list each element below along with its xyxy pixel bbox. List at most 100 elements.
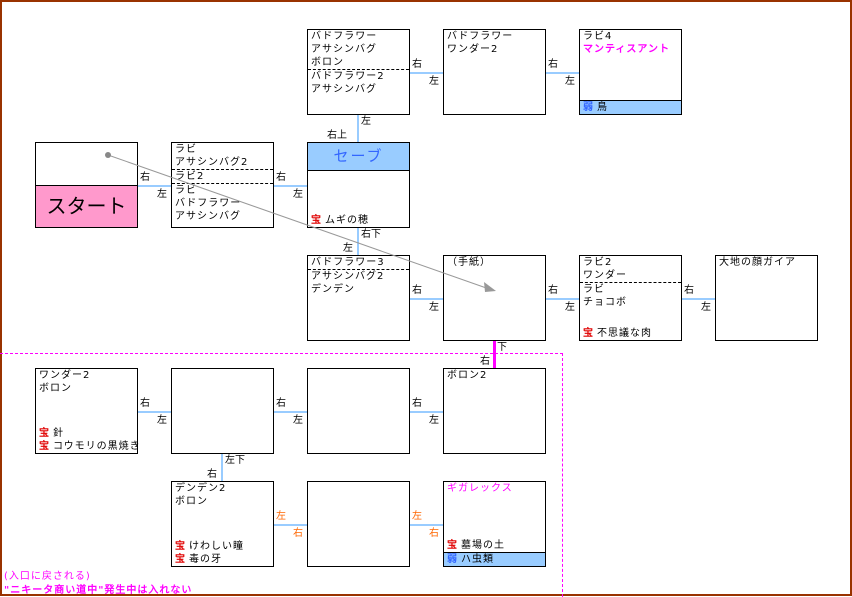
dir-label: 左 [565, 302, 575, 313]
room-mid1[interactable]: バドフラワー3 アサシンバグ2 デンデン [307, 255, 410, 341]
treasure-item: 毒の牙 [189, 554, 222, 565]
dir-label: 右 [412, 398, 422, 409]
start-blank [36, 143, 137, 186]
weakness-value: ハ虫類 [461, 554, 494, 565]
treasure-list: 宝ムギの穂 [308, 214, 409, 227]
dir-label: 左 [361, 116, 371, 127]
connector [221, 454, 223, 481]
treasure-icon: 宝 [39, 428, 49, 439]
connector [410, 298, 443, 300]
connector [682, 298, 715, 300]
enemy: ワンダー [580, 269, 681, 283]
restricted-zone-border [0, 353, 563, 597]
save-header: セーブ [308, 143, 409, 171]
dir-label: 右下 [361, 229, 381, 240]
dir-label: 左下 [225, 455, 245, 466]
room-low4[interactable]: ボロン2 [443, 368, 546, 454]
weakness-row: 弱鳥 [580, 100, 681, 114]
boss: 大地の顔ガイア [719, 257, 796, 268]
weakness-value: 鳥 [597, 102, 608, 113]
treasure-icon: 宝 [311, 215, 321, 226]
treasure-item: けわしい瞳 [189, 541, 244, 552]
connector [357, 115, 359, 142]
enemy: デンデン2 [175, 483, 227, 494]
room-top1[interactable]: バドフラワー アサシンバグ ボロン バドフラワー2 アサシンバグ [307, 29, 410, 115]
room-mid2[interactable]: （手紙） [443, 255, 546, 341]
treasure-icon: 宝 [175, 554, 185, 565]
room-note: （手紙） [447, 257, 491, 268]
room-mid4[interactable]: 大地の顔ガイア [715, 255, 818, 341]
enemy: ボロン [39, 383, 72, 394]
connector [410, 411, 443, 413]
room-low3[interactable] [307, 368, 410, 454]
start-label: スタート [36, 186, 137, 227]
treasure-item: 不思議な肉 [597, 328, 652, 339]
enemy: バドフラワー [311, 31, 378, 42]
room-mid3[interactable]: ラビ2 ワンダー ラビ チョコボ 宝不思議な肉 [579, 255, 682, 341]
connector [274, 185, 307, 187]
rare-enemy: ギガレックス [447, 483, 513, 494]
connector [274, 524, 307, 526]
weakness-row: 弱ハ虫類 [444, 552, 545, 566]
treasure-item: ムギの穂 [325, 215, 369, 226]
enemy: ラビ4 [583, 31, 613, 42]
room-low1[interactable]: ワンダー2 ボロン 宝針 宝コウモリの黒焼き [35, 368, 141, 454]
enemy: デンデン [311, 284, 355, 295]
enemy: ラビ2 [172, 170, 273, 184]
dir-label: 左 [293, 189, 303, 200]
treasure-item: 針 [53, 428, 64, 439]
enemy: ワンダー2 [447, 44, 499, 55]
enemy: アサシンバグ [311, 44, 377, 55]
enemy: ワンダー2 [39, 370, 91, 381]
weakness-icon: 弱 [447, 554, 457, 565]
enemy: アサシンバグ [311, 84, 377, 95]
connector [410, 524, 443, 526]
enemy: チョコボ [583, 297, 627, 308]
enemy: アサシンバグ [175, 211, 241, 222]
room-save[interactable]: セーブ 宝ムギの穂 [307, 142, 410, 228]
room-bot3[interactable]: ギガレックス 宝墓場の土 弱ハ虫類 [443, 481, 546, 567]
room-top2[interactable]: バドフラワー ワンダー2 [443, 29, 546, 115]
room-low2[interactable] [171, 368, 274, 454]
connector [546, 72, 579, 74]
dir-label: 右 [412, 285, 422, 296]
room-bot1[interactable]: デンデン2 ボロン 宝けわしい瞳 宝毒の牙 [171, 481, 274, 567]
enemy: アサシンバグ2 [172, 156, 273, 170]
dir-label: 右 [276, 398, 286, 409]
connector [546, 298, 579, 300]
enemy: バドフラワー [175, 198, 242, 209]
dir-label: 下 [497, 342, 507, 353]
dir-label: 右 [276, 172, 286, 183]
dir-label: 右上 [327, 130, 347, 141]
dir-label: 右 [140, 398, 150, 409]
enemy: バドフラワー3 [308, 256, 409, 270]
treasure-icon: 宝 [583, 328, 593, 339]
treasure-item: コウモリの黒焼き [53, 441, 141, 452]
enemy: ボロン [308, 56, 409, 70]
treasure-icon: 宝 [447, 540, 457, 551]
dir-label: 右 [412, 59, 422, 70]
dir-label: 右 [207, 469, 217, 480]
treasure-icon: 宝 [175, 541, 185, 552]
dir-label: 左 [412, 511, 422, 522]
enemy: ボロン2 [447, 370, 488, 381]
dir-label: 左 [157, 189, 167, 200]
enemy: アサシンバグ2 [311, 271, 385, 282]
enemy: バドフラワー [447, 31, 514, 42]
weakness-icon: 弱 [583, 102, 593, 113]
room-top3[interactable]: ラビ4 マンティスアント 弱鳥 [579, 29, 682, 115]
dir-label: 左 [565, 76, 575, 87]
dir-label: 左 [429, 302, 439, 313]
room-bot2[interactable] [307, 481, 410, 567]
room-r1[interactable]: ラビ アサシンバグ2 ラビ2 ラビ バドフラワー アサシンバグ [171, 142, 274, 228]
dir-label: 左 [429, 415, 439, 426]
dir-label: 右 [684, 285, 694, 296]
rare-enemy: マンティスアント [583, 44, 670, 55]
room-start[interactable]: スタート [35, 142, 138, 228]
dir-label: 右 [548, 59, 558, 70]
note-event-restriction: "ニキータ商い道中"発生中は入れない [4, 585, 193, 596]
dir-label: 左 [276, 511, 286, 522]
dir-label: 左 [293, 415, 303, 426]
dir-label: 左 [429, 76, 439, 87]
